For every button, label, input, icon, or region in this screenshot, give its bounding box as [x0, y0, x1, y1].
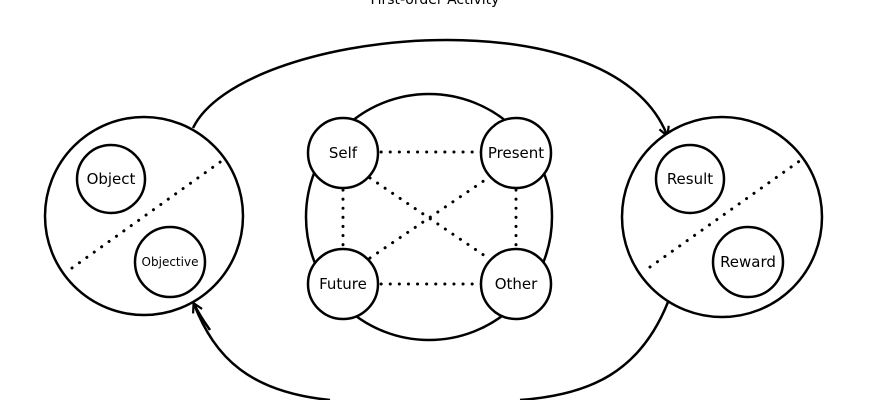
bottom-flow-arrowhead [194, 304, 212, 331]
left-divider [70, 158, 225, 270]
center-cluster: Self Present Future Other [304, 92, 554, 342]
other-node [479, 247, 553, 321]
reward-label: Reward [720, 253, 776, 271]
left-cluster: Object Objective [43, 115, 245, 317]
right-divider [648, 158, 803, 269]
self-node [306, 116, 380, 190]
reward-node [711, 225, 785, 299]
objective-label: Objective [142, 255, 199, 269]
self-label: Self [329, 144, 358, 162]
other-label: Other [495, 275, 538, 293]
result-node [654, 143, 726, 215]
right-cluster: Result Reward [620, 115, 824, 319]
object-label: Object [87, 170, 136, 188]
object-node [75, 143, 147, 215]
future-label: Future [319, 275, 367, 293]
present-label: Present [488, 144, 544, 162]
present-node [479, 116, 553, 190]
objective-node [133, 225, 207, 299]
result-label: Result [667, 170, 713, 188]
self-other-link [368, 176, 490, 260]
bottom-flow-arrow-path [192, 301, 670, 400]
future-node [306, 247, 380, 321]
future-present-link [368, 176, 490, 260]
top-flow-arrow [191, 38, 667, 135]
diagram-title: First-order Activity [371, 0, 500, 8]
